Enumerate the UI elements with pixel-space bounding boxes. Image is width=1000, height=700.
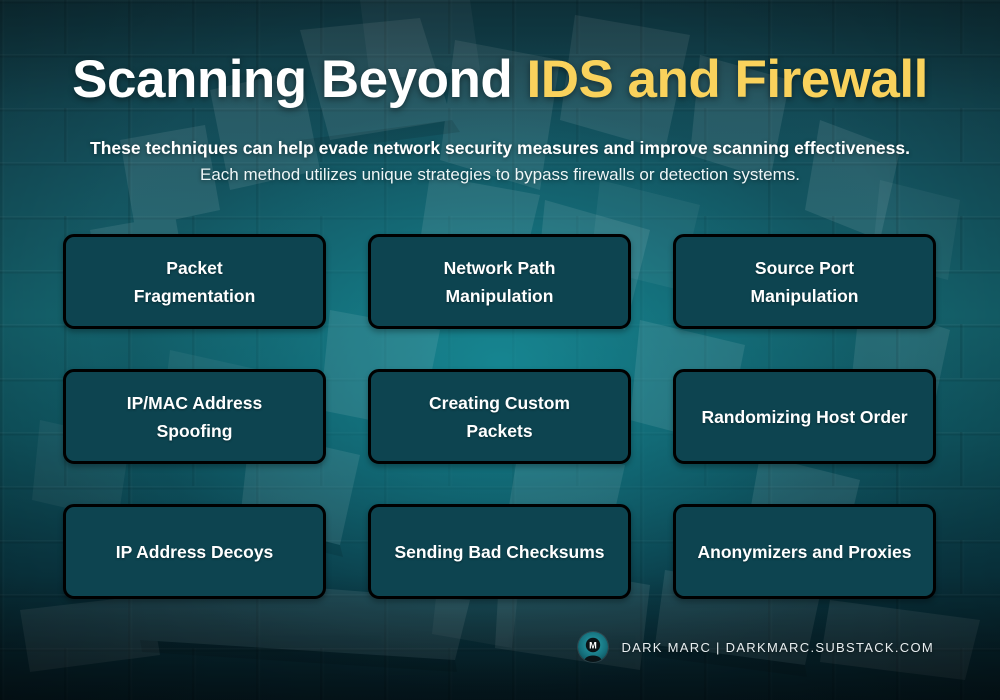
technique-card[interactable]: Network Path Manipulation [368,234,631,329]
technique-card[interactable]: Sending Bad Checksums [368,504,631,599]
technique-card-grid: Packet Fragmentation Network Path Manipu… [63,234,937,599]
brand-text: DARK MARC | DARKMARC.SUBSTACK.COM [621,639,934,655]
avatar-icon: M [578,632,609,662]
technique-card-label: Sending Bad Checksums [394,541,605,562]
technique-card[interactable]: Source Port Manipulation [673,234,936,329]
svg-text:M: M [590,641,598,651]
technique-card[interactable]: IP/MAC Address Spoofing [63,369,326,464]
page-title: Scanning Beyond IDS and Firewall [0,52,1000,108]
subtitle-line-2: Each method utilizes unique strategies t… [199,165,800,184]
technique-card[interactable]: IP Address Decoys [63,504,326,599]
technique-card-label: Source Port Manipulation [750,257,859,306]
brand-footer[interactable]: M DARK MARC | DARKMARC.SUBSTACK.COM [578,632,934,662]
technique-card-label: IP/MAC Address Spoofing [126,392,263,441]
page-title-accent: IDS and Firewall [526,50,928,109]
technique-card[interactable]: Packet Fragmentation [63,234,326,329]
technique-card[interactable]: Creating Custom Packets [368,369,631,464]
technique-card-label: Randomizing Host Order [701,406,908,427]
technique-card-label: Anonymizers and Proxies [697,541,912,562]
technique-card-label: Creating Custom Packets [429,392,570,441]
technique-card[interactable]: Anonymizers and Proxies [673,504,936,599]
page-title-primary: Scanning Beyond [72,50,527,109]
subtitle-line-1: These techniques can help evade network … [90,138,910,158]
technique-card-label: IP Address Decoys [115,541,274,562]
technique-card-label: Packet Fragmentation [133,257,256,306]
technique-card[interactable]: Randomizing Host Order [673,369,936,464]
technique-card-label: Network Path Manipulation [443,257,556,306]
